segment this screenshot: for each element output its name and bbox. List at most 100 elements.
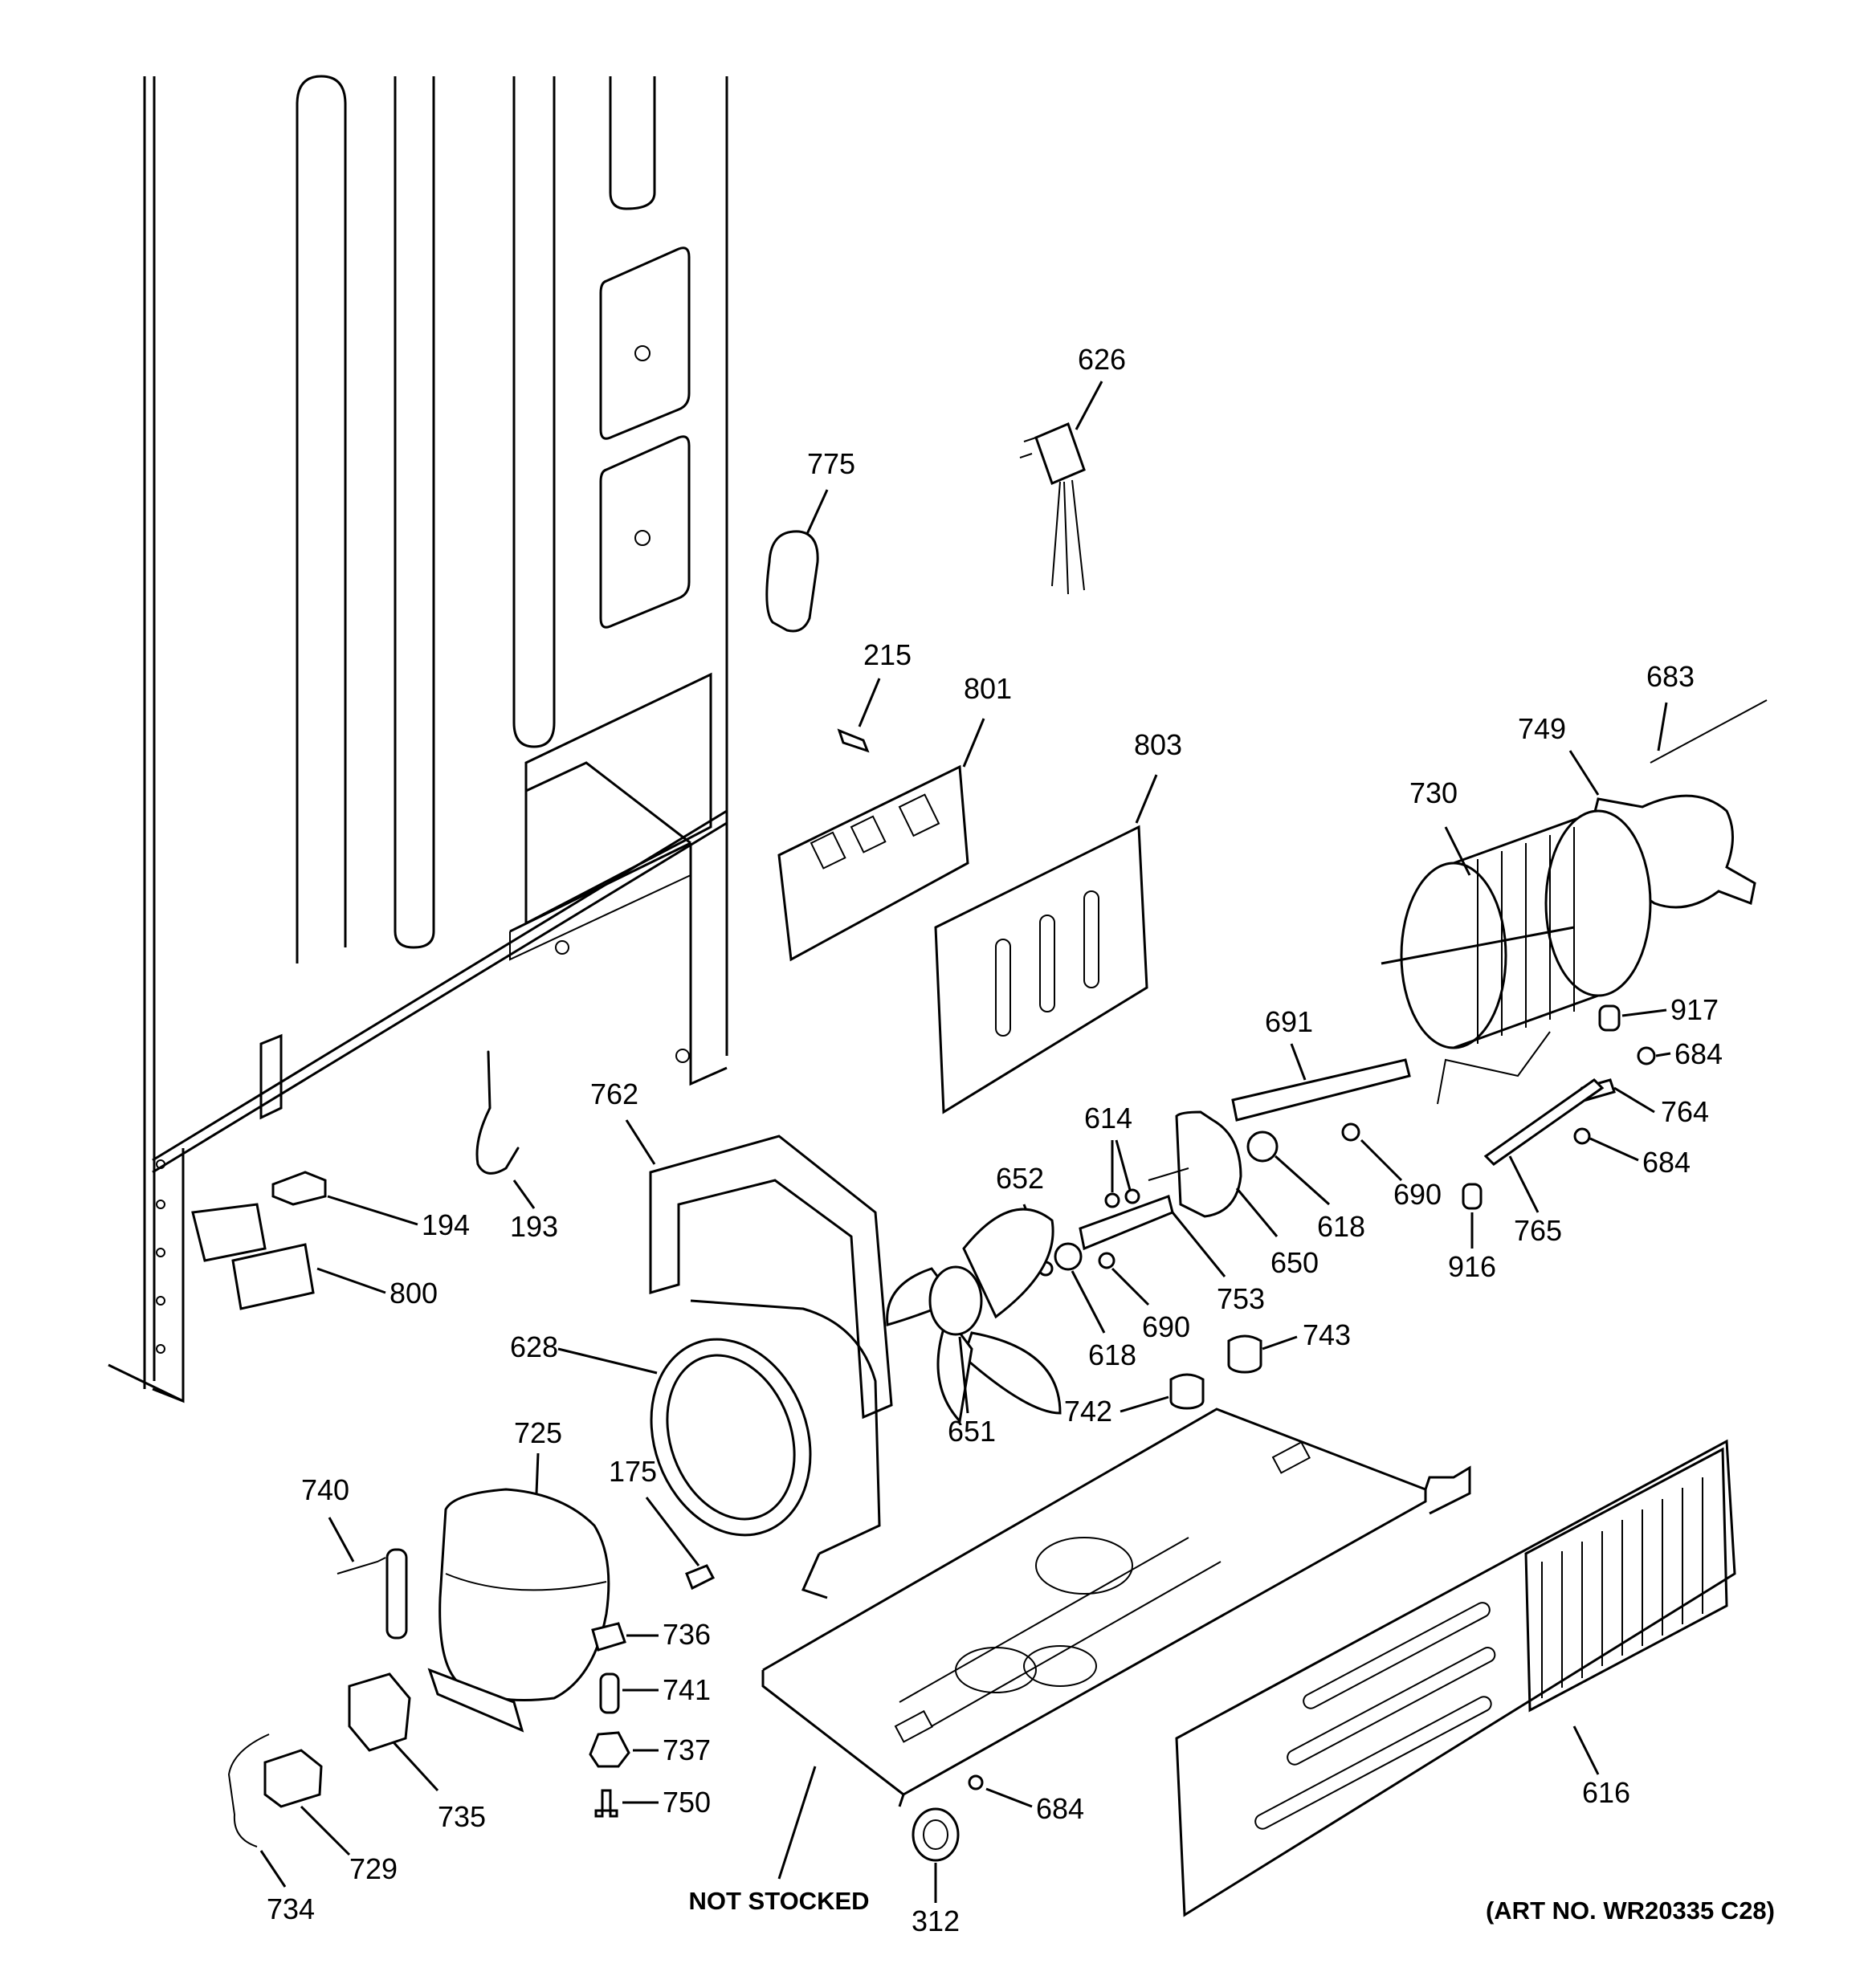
motor-bracket-753-part [1079,1195,1174,1251]
screw-690b-part [1098,1252,1115,1269]
label-750: 750 [663,1786,711,1819]
leader-651 [958,1336,969,1414]
label-616: 616 [1582,1776,1630,1809]
grommet-742-part [1169,1373,1205,1410]
leader-730 [1444,826,1471,876]
label-725: 725 [514,1416,562,1449]
label-626: 626 [1078,343,1126,376]
label-618a: 618 [1317,1210,1365,1243]
screw-175-part [685,1564,716,1591]
compressor-725-part [427,1488,610,1733]
power-cord-part [1019,422,1086,595]
relay-735-part [348,1672,411,1752]
label-651: 651 [948,1415,996,1448]
leader-683 [1657,702,1668,752]
leader-650 [1235,1188,1279,1237]
label-734: 734 [267,1892,315,1925]
label-764: 764 [1661,1095,1709,1128]
leader-215 [858,678,881,727]
leader-616 [1572,1725,1600,1775]
leader-735 [392,1741,439,1792]
grommet-614a-part [1104,1192,1120,1208]
leader-684a [1655,1052,1671,1057]
leader-800 [316,1267,386,1294]
control-board-part [777,764,969,962]
label-740: 740 [301,1473,349,1506]
label-803: 803 [1134,728,1182,761]
leader-628 [557,1347,658,1375]
fan-shroud-628-part [650,1299,881,1599]
label-618b: 618 [1088,1338,1136,1371]
leader-not-stocked [777,1766,817,1880]
label-729: 729 [349,1852,398,1885]
label-730: 730 [1409,776,1458,809]
grommet-614b-part [1124,1188,1140,1204]
cabinet-back-panel [108,75,728,1403]
label-312: 312 [912,1904,960,1937]
grommet-916-part [1462,1183,1483,1210]
fan-motor-650-part [1148,1110,1242,1218]
label-650: 650 [1270,1246,1319,1279]
label-737: 737 [663,1733,711,1766]
label-917: 917 [1670,993,1719,1026]
fan-blade-651-part [886,1208,1062,1424]
leader-690b [1111,1267,1150,1306]
art-number: (ART NO. WR20335 C28) [1486,1896,1775,1925]
leader-753 [1171,1212,1226,1277]
label-690a: 690 [1393,1178,1442,1211]
screw-684b-part [1573,1127,1591,1145]
screw-215-part [837,728,870,753]
clamp-194-part [271,1171,327,1206]
roller-312-part [912,1807,960,1862]
leader-764 [1613,1086,1655,1114]
label-765: 765 [1514,1214,1562,1247]
label-775: 775 [807,447,855,480]
leader-193 [512,1179,536,1209]
leader-743 [1262,1335,1298,1350]
label-684c: 684 [1036,1792,1084,1825]
label-753: 753 [1217,1282,1265,1315]
label-691: 691 [1265,1005,1313,1038]
bracket-691-part [1231,1058,1411,1122]
label-684b: 684 [1642,1146,1691,1179]
label-652: 652 [996,1162,1044,1195]
label-628: 628 [510,1330,558,1363]
leader-618b [1071,1270,1106,1334]
bracket-765-part [1483,1078,1605,1166]
leader-618a [1274,1155,1331,1206]
base-pan-part [761,1407,1471,1807]
leader-175 [645,1497,700,1566]
not-stocked-note: NOT STOCKED [688,1887,869,1915]
grommet-618b-part [1054,1242,1083,1271]
cover-729-part [263,1749,323,1808]
label-735: 735 [438,1800,486,1833]
label-801: 801 [964,672,1012,705]
screw-684c-part [968,1774,984,1790]
leader-691 [1290,1043,1307,1081]
grommet-743-part [1227,1334,1262,1374]
label-684a: 684 [1674,1037,1723,1070]
label-749: 749 [1518,712,1566,745]
leader-803 [1135,774,1158,824]
leader-684b [1589,1137,1639,1162]
label-916: 916 [1448,1250,1496,1283]
leader-725 [535,1452,540,1494]
dryer-740-part [336,1548,408,1640]
leader-614b [1115,1139,1132,1191]
pin-750-part [594,1789,618,1818]
leader-194 [327,1195,418,1226]
wire-734-part [227,1733,270,1847]
leader-917 [1621,1008,1667,1017]
grommet-737-part [589,1731,630,1768]
grommet-917-part [1598,1004,1621,1032]
label-683: 683 [1646,660,1695,693]
screw-690a-part [1341,1122,1360,1142]
leader-762 [625,1119,656,1165]
label-741: 741 [663,1673,711,1706]
label-742: 742 [1064,1395,1112,1428]
leader-734 [259,1850,287,1888]
label-690b: 690 [1142,1310,1190,1343]
label-215: 215 [863,638,912,671]
leader-690a [1360,1139,1403,1182]
